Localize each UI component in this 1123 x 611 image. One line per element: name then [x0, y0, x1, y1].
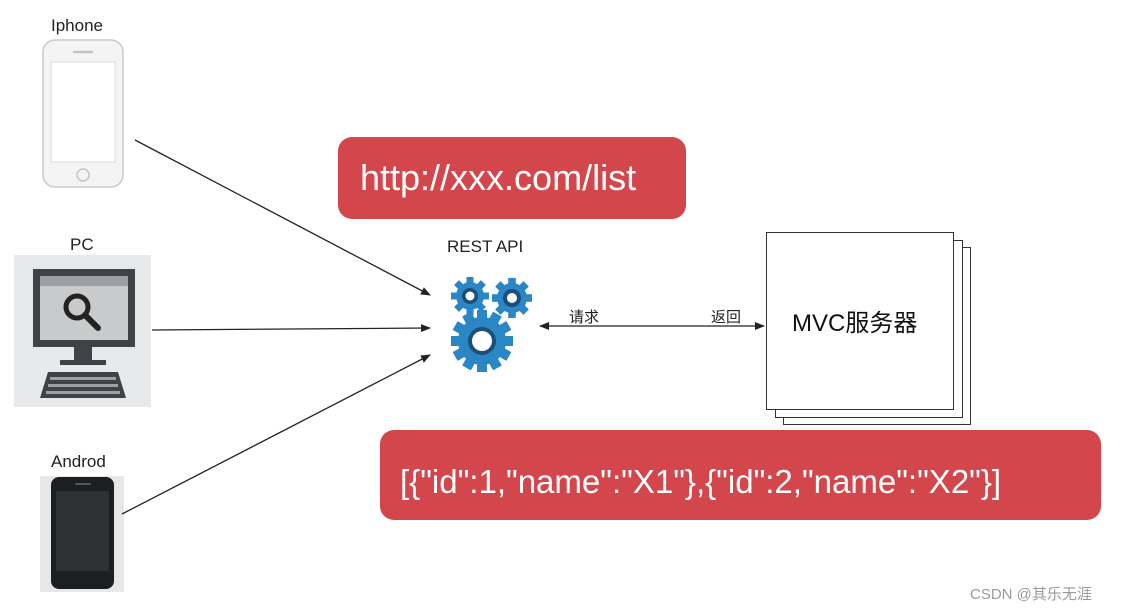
watermark: CSDN @其乐无涯: [970, 586, 1092, 603]
request-url-callout: http://xxx.com/list: [338, 137, 686, 219]
rest-api-label: REST API: [447, 237, 524, 256]
mvc-server-label: MVC服务器: [792, 310, 918, 337]
request-label: 请求: [569, 309, 600, 326]
android-label: Androd: [51, 452, 106, 471]
gears-icon: [451, 277, 532, 372]
arrow-iphone-to-api: [134, 139, 431, 296]
arrow-pc-to-api: [151, 324, 431, 333]
smartphone-icon: [42, 39, 124, 188]
desktop-computer-icon: [14, 255, 151, 407]
iphone-label: Iphone: [51, 16, 103, 35]
server-page-front: [766, 232, 954, 410]
response-json-callout: [{"id":1,"name":"X1"},{"id":2,"name":"X2…: [380, 430, 1101, 520]
arrow-android-to-api: [121, 354, 431, 515]
return-label: 返回: [711, 309, 742, 326]
pc-label: PC: [70, 235, 94, 254]
android-phone-icon: [40, 476, 124, 592]
